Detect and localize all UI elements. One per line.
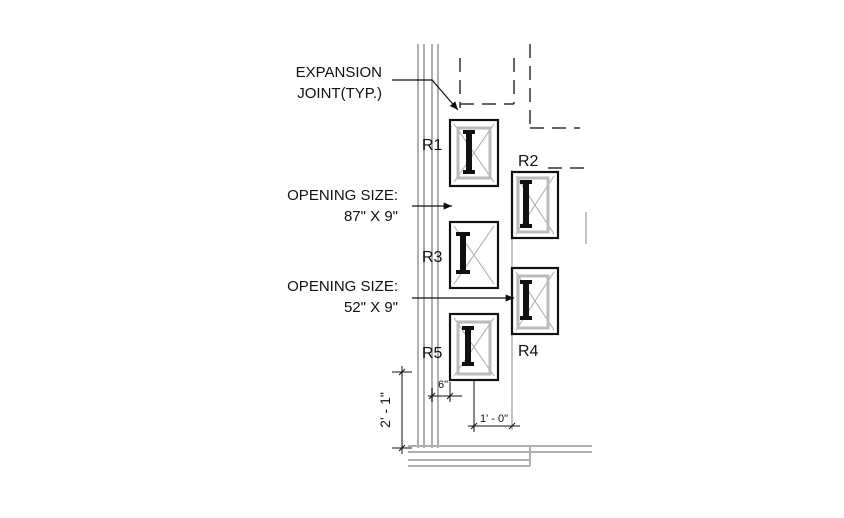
dimension-1ft-text: 1' - 0": [480, 413, 508, 425]
wall: [408, 44, 592, 467]
expansion-joint-label-line1: EXPANSION: [296, 64, 382, 81]
dashed-overhead-lines: [459, 44, 584, 169]
expansion-joint-leader: [392, 79, 459, 111]
riser-label-r1: R1: [422, 137, 443, 154]
expansion-joint-label-line2: JOINT(TYP.): [297, 85, 382, 102]
riser-label-r4: R4: [518, 343, 539, 360]
opening-size-label-1-line2: 87" X 9": [344, 208, 398, 225]
opening-r1: [448, 118, 500, 188]
opening-size-label-2-line1: OPENING SIZE:: [287, 278, 398, 295]
opening-r2: [510, 170, 560, 240]
opening-size-label-1-line1: OPENING SIZE:: [287, 187, 398, 204]
opening-r3: [448, 220, 500, 290]
dimension-6in: [428, 382, 462, 402]
riser-label-r2: R2: [518, 153, 539, 170]
riser-label-r3: R3: [422, 249, 443, 266]
dimension-6in-text: 6": [438, 379, 448, 391]
opening-r5: [448, 312, 500, 382]
dimension-1ft: [468, 380, 520, 432]
opening-r4: [510, 266, 560, 336]
dimension-2ft1in-text: 2' - 1": [377, 392, 393, 428]
opening-size-label-2-line2: 52" X 9": [344, 299, 398, 316]
riser-label-r5: R5: [422, 345, 443, 362]
dimension-2ft1in: [392, 366, 412, 454]
